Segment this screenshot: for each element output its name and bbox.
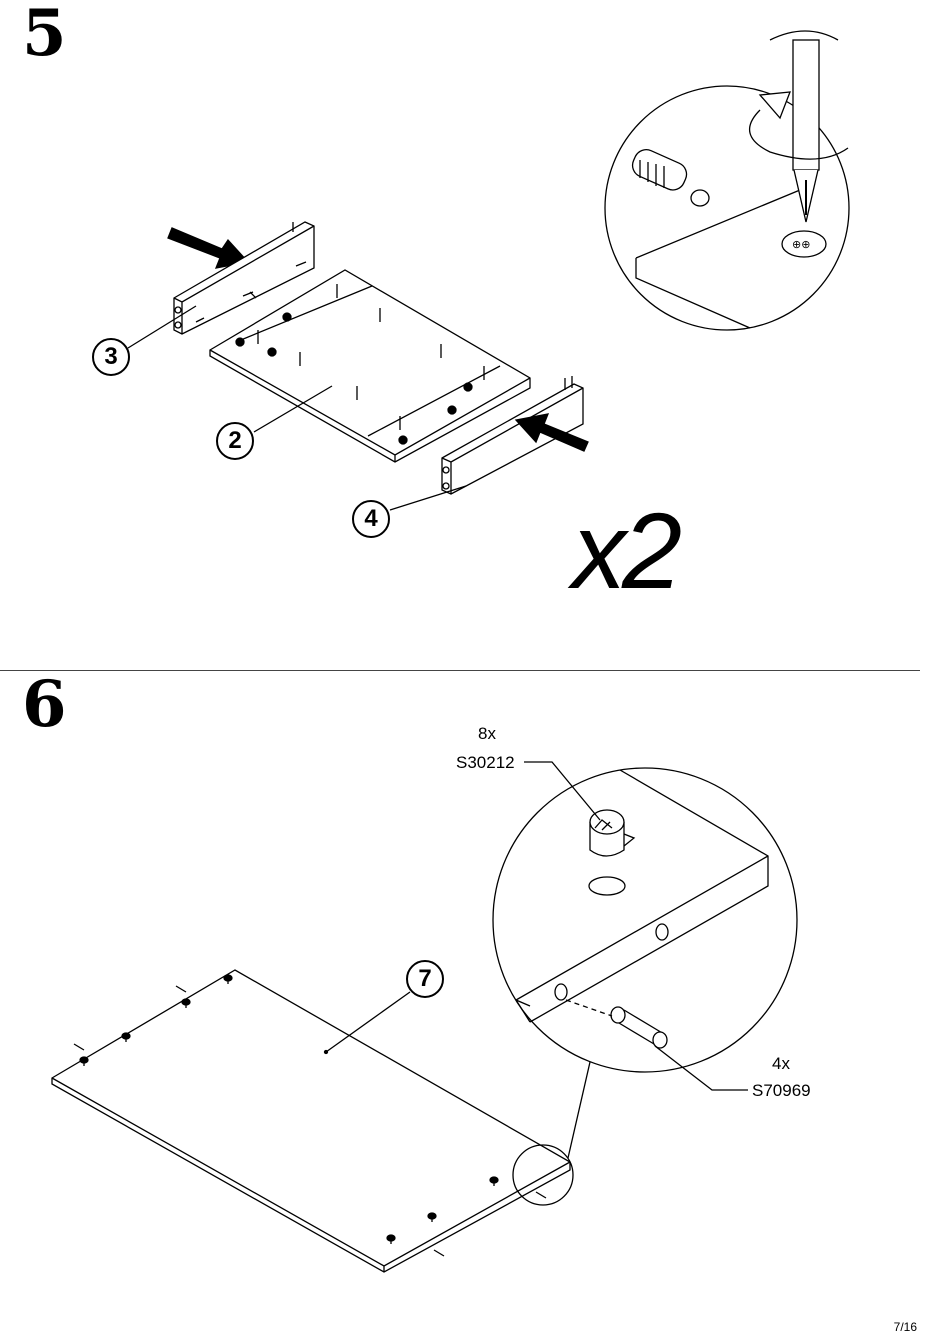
panel-7 <box>52 970 570 1272</box>
screwdriver-detail-circle: ⊕⊕ <box>605 31 849 330</box>
page-number: 7/16 <box>894 1320 917 1334</box>
cam-lock-quantity: 8x <box>478 724 496 744</box>
dowel-code: S70969 <box>752 1081 811 1101</box>
callout-part-3: 3 <box>92 338 130 376</box>
callout-part-4: 4 <box>352 500 390 538</box>
cam-lock-code: S30212 <box>456 753 515 773</box>
svg-text:⊕⊕: ⊕⊕ <box>792 239 810 251</box>
panel-2 <box>210 270 530 462</box>
callout-part-2: 2 <box>216 422 254 460</box>
cam-dowel-detail-circle <box>493 768 797 1072</box>
step-5-multiplier: x2 <box>572 488 678 613</box>
dowel-quantity: 4x <box>772 1054 790 1074</box>
callout-part-7: 7 <box>406 960 444 998</box>
